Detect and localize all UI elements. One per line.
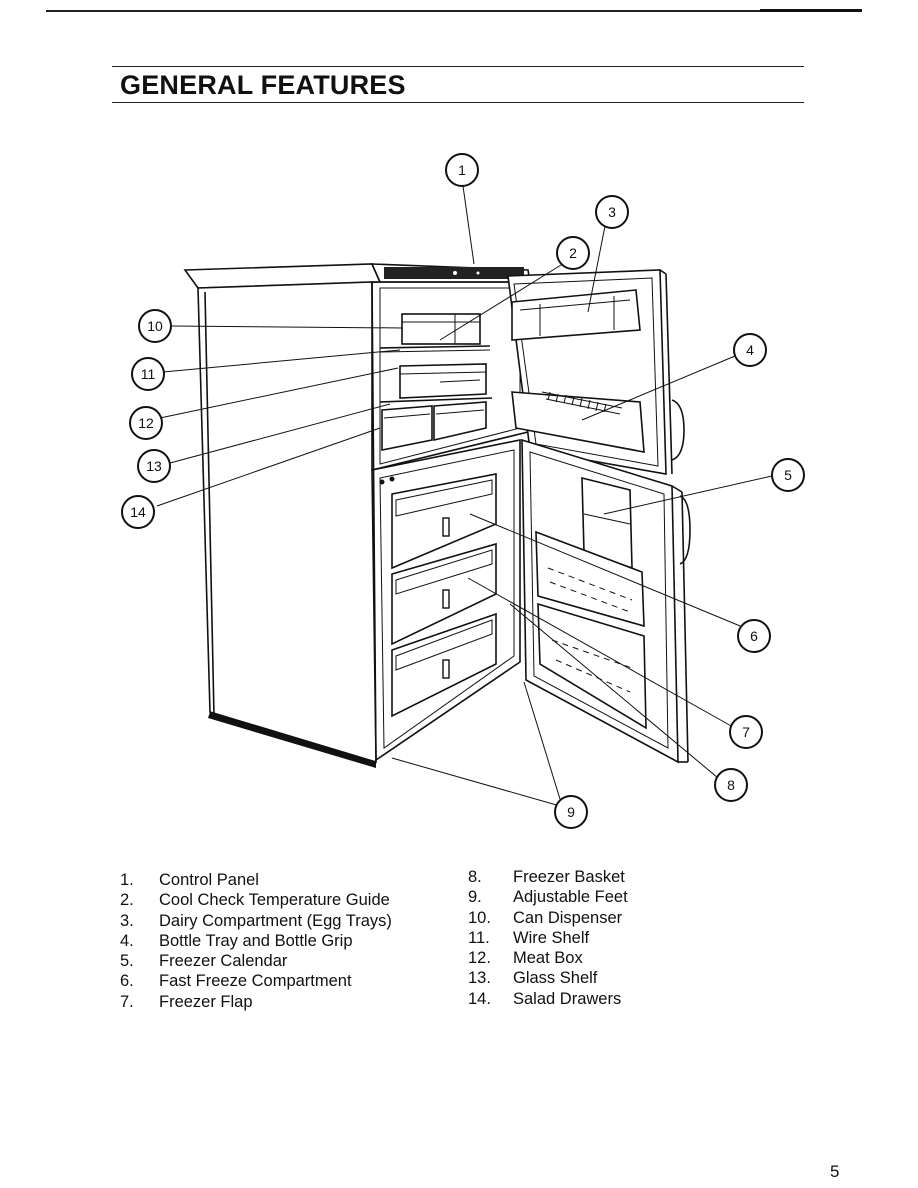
callout-8: 8 bbox=[714, 768, 748, 802]
fridge-freezer-diagram: 1 2 3 4 5 6 7 8 9 10 11 12 bbox=[121, 153, 805, 829]
freezer-compartment bbox=[371, 439, 521, 762]
item-number: 4. bbox=[120, 931, 134, 950]
top-rule-accent bbox=[760, 9, 862, 12]
list-item: 8. Freezer Basket bbox=[468, 867, 628, 887]
callout-label: 14 bbox=[130, 504, 146, 520]
item-number: 2. bbox=[120, 891, 134, 910]
item-label: Freezer Basket bbox=[513, 868, 625, 886]
item-label: Wire Shelf bbox=[513, 928, 590, 947]
callout-label: 7 bbox=[742, 724, 750, 740]
item-number: 3. bbox=[120, 911, 134, 930]
callout-label: 11 bbox=[141, 366, 156, 382]
list-item: 5. Freezer Calendar bbox=[120, 951, 392, 971]
item-label: Salad Drawers bbox=[513, 989, 622, 1008]
callout-6: 6 bbox=[737, 619, 771, 653]
meat-box bbox=[399, 363, 487, 399]
list-item: 10. Can Dispenser bbox=[468, 908, 628, 928]
item-number: 8. bbox=[468, 868, 482, 886]
callout-5: 5 bbox=[771, 458, 805, 492]
list-item: 12. Meat Box bbox=[468, 948, 628, 968]
item-number: 12. bbox=[468, 949, 491, 968]
callout-2: 2 bbox=[556, 236, 590, 270]
list-item: 7. Freezer Flap bbox=[120, 992, 392, 1012]
item-number: 14. bbox=[468, 989, 491, 1008]
leader-lines bbox=[156, 185, 773, 807]
item-label: Dairy Compartment (Egg Trays) bbox=[159, 911, 392, 930]
item-number: 1. bbox=[120, 871, 134, 889]
features-list-right: 8. Freezer Basket 9. Adjustable Feet 10.… bbox=[468, 867, 628, 1009]
features-list-left: 1. Control Panel 2. Cool Check Temperatu… bbox=[120, 870, 392, 1012]
item-label: Bottle Tray and Bottle Grip bbox=[159, 931, 353, 950]
fridge-compartment bbox=[371, 281, 529, 472]
list-item: 3. Dairy Compartment (Egg Trays) bbox=[120, 911, 392, 931]
top-rule bbox=[46, 10, 862, 12]
fridge-door bbox=[507, 269, 685, 475]
callout-label: 9 bbox=[567, 804, 575, 820]
callout-1: 1 bbox=[445, 153, 479, 187]
item-label: Adjustable Feet bbox=[513, 888, 628, 907]
item-label: Meat Box bbox=[513, 949, 583, 968]
callout-label: 13 bbox=[146, 458, 162, 474]
callout-label: 1 bbox=[458, 162, 466, 178]
page-number: 5 bbox=[830, 1162, 840, 1181]
item-number: 5. bbox=[120, 952, 134, 971]
bottle-grip bbox=[541, 391, 623, 415]
list-item: 13. Glass Shelf bbox=[468, 968, 628, 988]
item-label: Freezer Calendar bbox=[159, 952, 288, 971]
item-number: 6. bbox=[120, 972, 134, 991]
item-label: Control Panel bbox=[159, 871, 259, 889]
list-item: 4. Bottle Tray and Bottle Grip bbox=[120, 931, 392, 951]
callout-label: 10 bbox=[147, 318, 163, 334]
callout-12: 12 bbox=[129, 406, 163, 440]
callout-label: 12 bbox=[138, 415, 154, 431]
salad-drawer-right bbox=[433, 401, 487, 442]
callout-label: 8 bbox=[727, 777, 735, 793]
cabinet bbox=[183, 263, 531, 768]
item-label: Fast Freeze Compartment bbox=[159, 972, 352, 991]
salad-drawer-left bbox=[381, 405, 433, 451]
bottle-tray bbox=[511, 391, 645, 453]
callout-7: 7 bbox=[729, 715, 763, 749]
callout-9: 9 bbox=[554, 795, 588, 829]
callout-label: 6 bbox=[750, 628, 758, 644]
list-item: 11. Wire Shelf bbox=[468, 928, 628, 948]
glass-shelf bbox=[379, 397, 493, 403]
item-label: Cool Check Temperature Guide bbox=[159, 891, 390, 910]
callout-3: 3 bbox=[595, 195, 629, 229]
item-number: 13. bbox=[468, 969, 491, 988]
freezer-flap bbox=[537, 602, 647, 730]
fast-freeze-compartment bbox=[535, 530, 645, 628]
item-number: 11. bbox=[468, 928, 490, 947]
list-item: 1. Control Panel bbox=[120, 870, 392, 890]
item-number: 7. bbox=[120, 992, 134, 1011]
item-label: Freezer Flap bbox=[159, 992, 253, 1011]
item-label: Can Dispenser bbox=[513, 908, 623, 927]
item-number: 10. bbox=[468, 908, 491, 927]
callout-4: 4 bbox=[733, 333, 767, 367]
freezer-door bbox=[521, 438, 691, 764]
list-item: 9. Adjustable Feet bbox=[468, 887, 628, 907]
callout-label: 5 bbox=[784, 467, 792, 483]
callout-13: 13 bbox=[137, 449, 171, 483]
item-label: Glass Shelf bbox=[513, 969, 598, 988]
list-item: 2. Cool Check Temperature Guide bbox=[120, 890, 392, 910]
callout-label: 4 bbox=[746, 342, 754, 358]
heading-rule-bottom bbox=[112, 102, 804, 103]
wire-shelf bbox=[379, 345, 491, 349]
callout-label: 2 bbox=[569, 245, 577, 261]
callout-10: 10 bbox=[138, 309, 172, 343]
callout-14: 14 bbox=[121, 495, 155, 529]
heading-rule-top bbox=[112, 66, 804, 67]
list-item: 6. Fast Freeze Compartment bbox=[120, 971, 392, 991]
page-title: GENERAL FEATURES bbox=[120, 70, 406, 100]
callout-label: 3 bbox=[608, 204, 616, 220]
callout-11: 11 bbox=[131, 357, 165, 391]
item-number: 9. bbox=[468, 888, 482, 907]
list-item: 14. Salad Drawers bbox=[468, 989, 628, 1009]
